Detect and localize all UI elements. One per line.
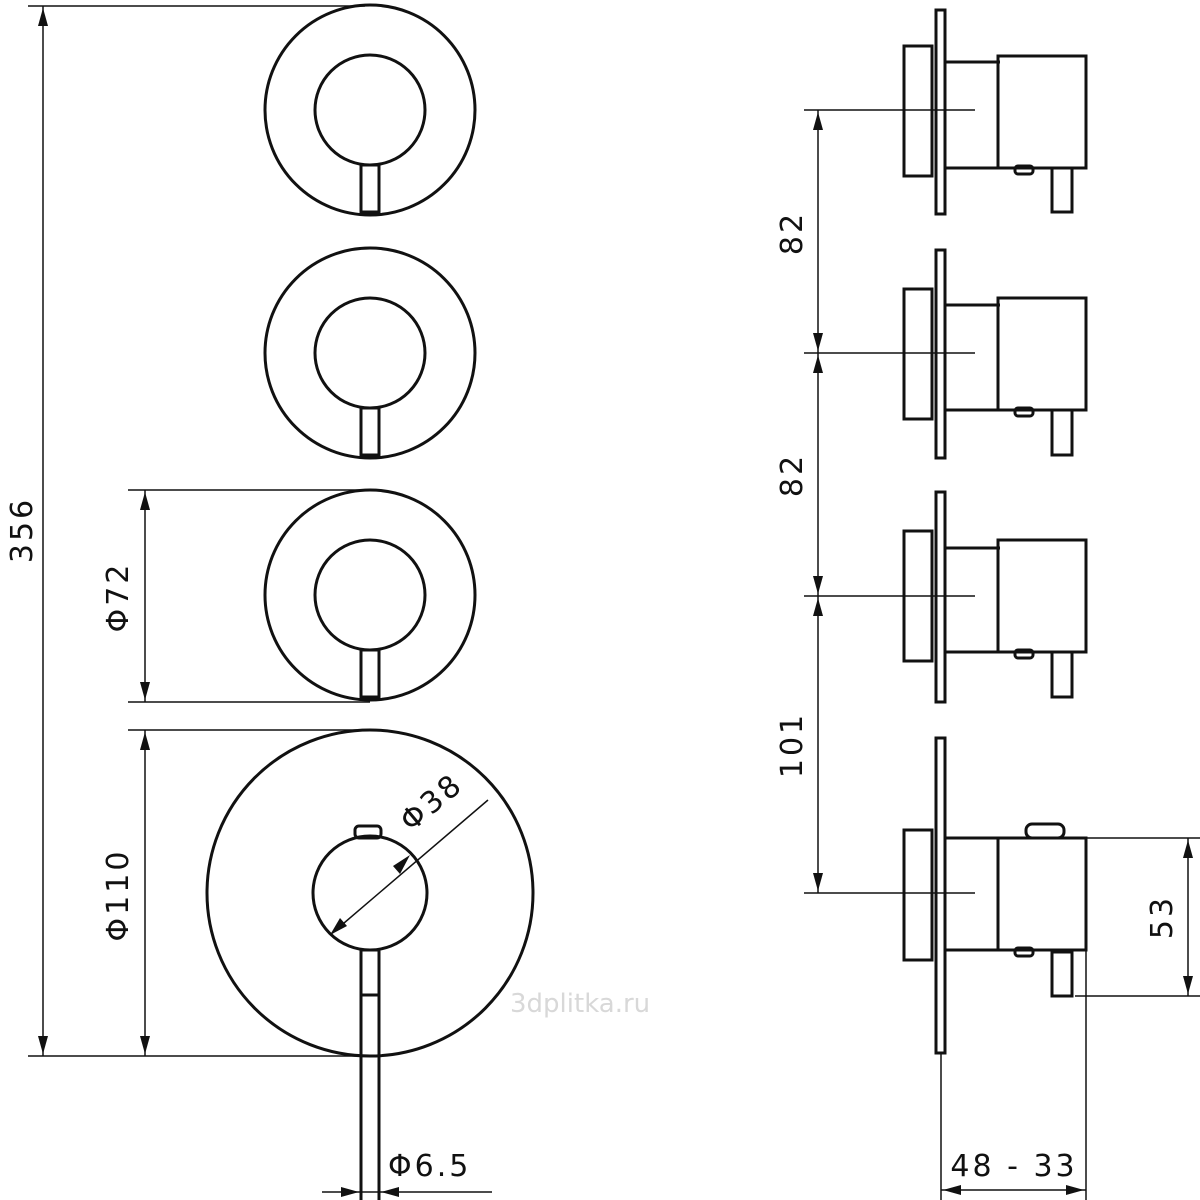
dim-large-plate: Φ110 (101, 729, 370, 1056)
dim-handle-label: Φ38 (394, 767, 471, 839)
dim-lever-height: 53 (1066, 837, 1200, 997)
front-view: 356 Φ72 Φ110 Φ38 (5, 3, 650, 1200)
dim-spacing-upper-label: 82 (775, 211, 810, 255)
dim-overall-height-label: 356 (5, 497, 40, 563)
dim-spacing: 82 82 101 (775, 110, 823, 893)
dim-depth: 48 - 33 (940, 950, 1087, 1200)
dim-spacing-lower-label: 101 (775, 712, 810, 778)
dim-lever: Φ6.5 (322, 1149, 492, 1197)
side-valve-2 (804, 248, 1088, 460)
dim-overall-height: 356 (5, 5, 365, 1057)
watermark: 3dplitka.ru (510, 989, 650, 1019)
side-valve-1 (804, 8, 1088, 216)
side-view: 82 82 101 53 48 - 33 (775, 8, 1200, 1200)
side-thermostat (804, 736, 1088, 1055)
dim-lever-height-label: 53 (1145, 895, 1180, 939)
dim-large-plate-label: Φ110 (101, 849, 136, 942)
front-thermostat (205, 728, 535, 1200)
dim-spacing-middle-label: 82 (775, 453, 810, 497)
dim-lever-label: Φ6.5 (388, 1149, 471, 1184)
dim-small-plate-label: Φ72 (101, 562, 136, 633)
front-valve-3 (263, 488, 477, 702)
front-valve-1 (263, 3, 477, 217)
dim-small-plate: Φ72 (101, 489, 370, 703)
side-valve-3 (804, 490, 1088, 704)
front-valve-2 (263, 246, 477, 460)
dim-depth-label: 48 - 33 (950, 1149, 1077, 1184)
